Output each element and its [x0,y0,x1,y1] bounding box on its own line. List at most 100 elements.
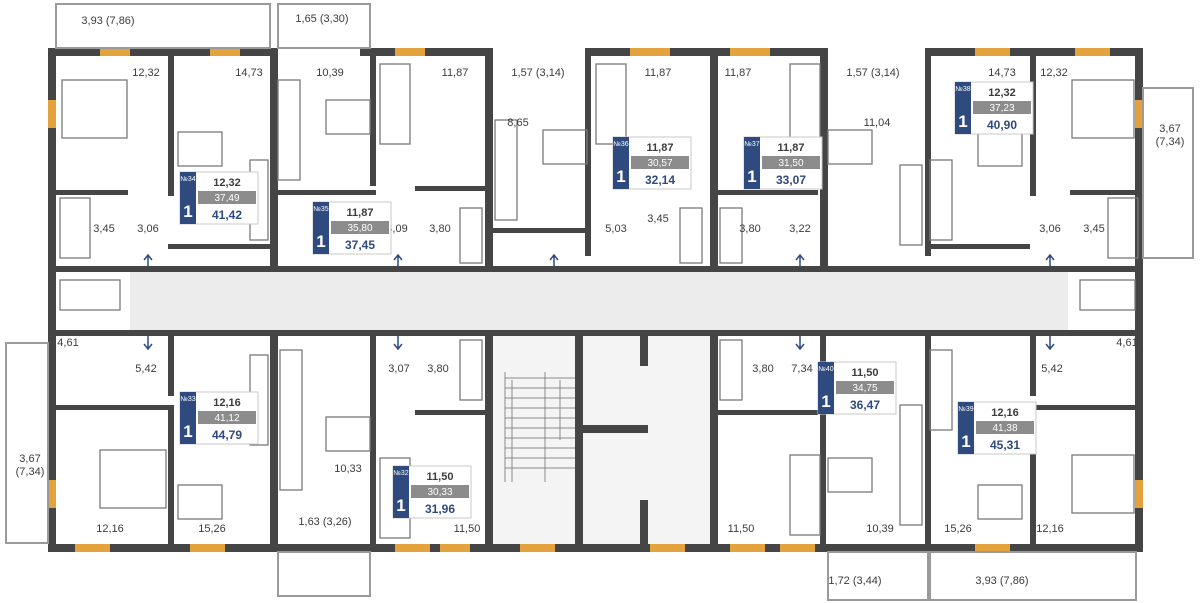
apartment-area-with-balcony: 41,42 [212,208,242,222]
kitchen-32 [279,349,303,491]
room-area-label-liv-37: 11,87 [725,67,752,79]
apartment-rooms-count: 1 [183,202,192,221]
apartment-total-area: 35,80 [347,223,372,234]
apartment-total-bar [198,191,256,204]
apartment-total-area: 31,50 [778,158,803,169]
walls [48,48,1143,552]
kitchen-40 [899,404,923,526]
apartment-card-36: №36 1 11,87 30,57 32,14 [612,136,692,190]
sofa-36 [595,63,627,145]
apartment-total-bar [331,221,389,234]
room-area-label-liv-35: 11,87 [442,67,469,79]
apartment-area-with-balcony: 44,79 [212,428,242,442]
apartment-badge [180,172,196,224]
apartment-total-bar [762,156,820,169]
table-35 [325,99,371,135]
room-area-label-bath-36: 3,45 [647,213,668,225]
room-area-label-kit-32: 10,33 [334,463,362,475]
apartment-number: №39 [958,406,973,413]
tub-35 [459,207,483,264]
apartment-number: №35 [313,206,328,213]
apartment-area-with-balcony: 32,14 [645,173,675,187]
tub-38 [1107,197,1139,259]
table-37 [827,129,873,165]
apartment-number: №34 [180,176,195,183]
room-area-label-hall-38: 3,06 [1039,223,1060,235]
room-area-label-bal-36: 1,57 (3,14) [511,67,564,79]
table-39 [977,484,1023,520]
table-36 [542,129,588,165]
tub-34 [59,197,91,259]
tub-40 [719,339,743,401]
tub-37 [719,207,743,264]
tub-39 [1079,279,1136,311]
apartment-rooms-count: 1 [961,432,970,451]
apartment-total-area: 30,57 [647,158,672,169]
table-32 [325,416,371,452]
room-area-label-kit-37: 11,04 [864,117,891,129]
tub-36 [679,207,703,264]
apartment-number: №36 [613,141,628,148]
apartment-number: №33 [180,396,195,403]
room-area-label-bed-34: 12,32 [132,67,160,79]
staircase [504,372,575,482]
room-area-label-bal-38-line-1: 3,67 [1159,123,1180,135]
tub-32 [459,339,483,401]
apartment-living-area: 11,87 [647,142,674,154]
apartment-badge [744,137,760,189]
room-area-label-bath-35: 3,80 [429,223,450,235]
room-area-label-kit-35: 10,39 [316,67,344,79]
room-area-label-bath-40: 3,80 [752,363,773,375]
apartment-total-area: 37,49 [214,193,239,204]
apartment-rooms-count: 1 [616,167,625,186]
apartment-number: №32 [393,470,408,477]
apartment-living-area: 12,16 [213,397,241,409]
apartment-area-with-balcony: 31,96 [425,502,455,516]
table-33 [177,484,223,520]
kitchen-39 [929,349,953,431]
apartment-badge [180,392,196,444]
stairwell [490,330,712,548]
apartment-rooms-count: 1 [821,392,830,411]
balconies [5,3,1194,601]
room-area-label-hall-39: 5,42 [1041,363,1062,375]
kitchen-37 [899,164,923,246]
room-area-label-hall-35: 8,09 [386,223,407,235]
apartment-badge [613,137,629,189]
apartment-total-bar [411,485,469,498]
room-area-label-bath-33: 4,61 [57,337,78,349]
apartment-total-bar [198,411,256,424]
apartment-total-bar [973,101,1031,114]
sofa-40 [789,454,821,536]
room-area-label-hall-40: 7,34 [791,363,812,375]
apartment-living-area: 11,50 [427,471,454,483]
apartment-area-with-balcony: 36,47 [850,398,880,412]
room-area-label-liv-32: 11,50 [454,523,481,535]
common-corridor [130,272,1068,330]
kitchen-38 [929,159,953,241]
apartment-number: №37 [744,141,759,148]
bed-38 [1071,79,1135,139]
room-area-label-kit-40: 10,39 [866,523,894,535]
apartment-living-area: 12,32 [213,177,241,189]
room-area-label-liv-40: 11,50 [728,523,755,535]
apartment-total-area: 41,12 [214,413,239,424]
apartment-badge [818,362,834,414]
apartment-living-area: 12,32 [988,87,1016,99]
apartment-total-area: 34,75 [852,383,877,394]
room-area-label-bath-38: 3,45 [1083,223,1104,235]
bed-34 [61,79,128,139]
apartment-card-34: №34 1 12,32 37,49 41,42 [179,171,259,225]
entrance-arrows [143,253,1055,351]
bed-33 [99,449,167,509]
apartment-number: №40 [818,366,833,373]
apartment-total-bar [631,156,689,169]
room-area-label-hall-33: 5,42 [135,363,156,375]
room-area-label-bal-33-line-1: 3,67 [19,453,40,465]
